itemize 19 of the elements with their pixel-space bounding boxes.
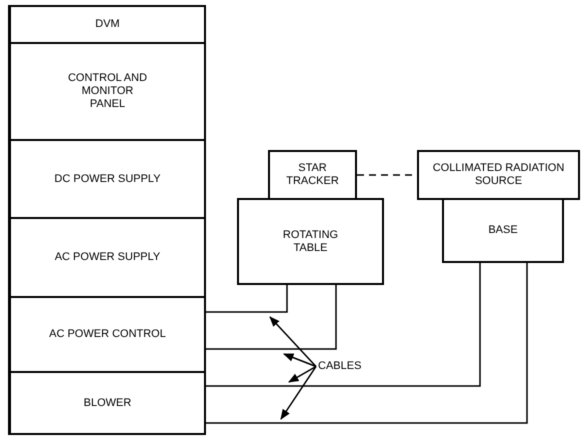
meter-box: DVM <box>8 5 206 44</box>
power-supply-box: AC POWER SUPPLY <box>8 217 206 298</box>
blower-box: BLOWER <box>8 371 206 435</box>
tracker-box: STAR TRACKER <box>268 150 357 200</box>
source-box: COLLIMATED RADIATION SOURCE <box>417 150 580 200</box>
cable-line <box>206 263 528 424</box>
cable-line <box>206 285 288 313</box>
leader-line <box>283 353 316 368</box>
power-supply-box: DC POWER SUPPLY <box>8 139 206 219</box>
panel-box: CONTROL AND MONITOR PANEL <box>8 42 206 141</box>
cable-line <box>206 285 337 350</box>
callout-text: CABLES <box>318 359 378 374</box>
leader-line <box>280 366 317 420</box>
control-box: AC POWER CONTROL <box>8 296 206 373</box>
leader-line <box>269 316 317 368</box>
cable-line <box>206 263 481 387</box>
table-box: ROTATING TABLE <box>237 198 384 285</box>
leader-line <box>288 366 316 383</box>
base-box: BASE <box>442 198 564 263</box>
